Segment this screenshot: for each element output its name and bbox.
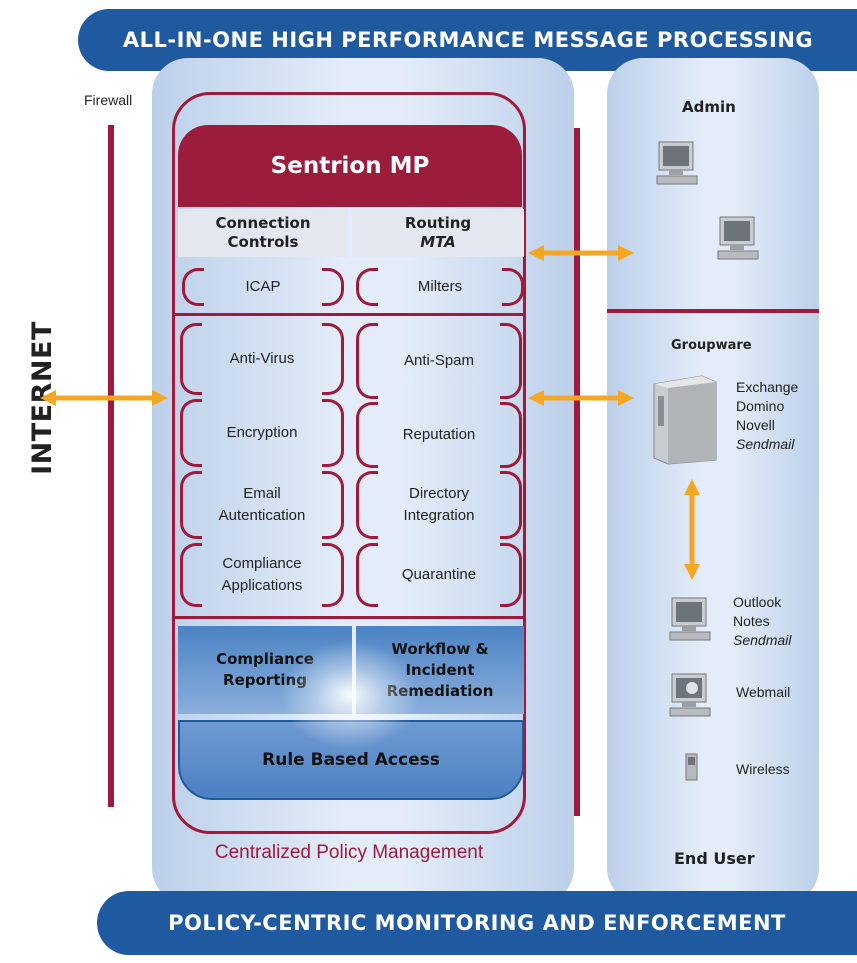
admin-computer-icon-2: [717, 216, 759, 260]
quarantine-label: Quarantine: [401, 566, 477, 583]
milters-module: Milters: [356, 268, 524, 306]
reputation-label: Reputation: [402, 426, 476, 443]
groupware-label: Groupware: [671, 338, 752, 353]
client-list: Outlook Notes Sendmail: [733, 593, 791, 650]
groupware-servers-list: Exchange Domino Novell Sendmail: [736, 378, 798, 454]
centralized-policy-label: Centralized Policy Management: [214, 842, 484, 863]
email-auth-line1: Email: [243, 485, 281, 502]
firewall-line-left: [108, 125, 114, 807]
client-notes: Notes: [733, 613, 770, 629]
reputation-module: Reputation: [356, 402, 522, 468]
bottom-banner: POLICY-CENTRIC MONITORING AND ENFORCEMEN…: [97, 891, 857, 955]
icap-label: ICAP: [245, 278, 281, 295]
server-novell: Novell: [736, 417, 775, 433]
workflow-line2: Incident: [405, 660, 475, 679]
icap-divider: [172, 313, 526, 316]
encryption-module: Encryption: [180, 399, 344, 467]
sentrion-title: Sentrion MP: [178, 125, 522, 207]
quarantine-module: Quarantine: [356, 543, 522, 607]
anti-virus-module: Anti-Virus: [180, 323, 344, 395]
sentrion-frame: [172, 92, 526, 834]
client-outlook: Outlook: [733, 594, 782, 610]
glow-highlight: [280, 640, 420, 750]
end-user-label: End User: [674, 849, 755, 868]
right-column-background: [607, 58, 819, 904]
encryption-label: Encryption: [226, 424, 298, 441]
wireless-phone-icon: [685, 753, 698, 781]
routing-line1: Routing: [404, 214, 472, 232]
directory-line2: Integration: [403, 507, 475, 524]
webmail-label: Webmail: [736, 684, 791, 700]
milters-label: Milters: [417, 278, 463, 295]
icap-module: ICAP: [182, 268, 344, 306]
client-sendmail: Sendmail: [733, 632, 792, 648]
server-domino: Domino: [736, 398, 785, 414]
firewall-line-right: [574, 128, 580, 816]
server-exchange: Exchange: [736, 379, 799, 395]
email-authentication-module: Email Autentication: [180, 471, 344, 539]
server-sendmail: Sendmail: [736, 436, 795, 452]
reporting-divider: [172, 616, 526, 619]
webmail-computer-icon: [669, 673, 711, 717]
workflow-line1: Workflow &: [391, 639, 489, 658]
anti-spam-module: Anti-Spam: [356, 323, 522, 399]
firewall-label: Firewall: [84, 92, 133, 108]
connection-controls-panel: Connection Controls: [178, 209, 348, 257]
anti-spam-label: Anti-Spam: [403, 352, 475, 369]
compliance-apps-line1: Compliance: [222, 555, 302, 572]
right-column-divider: [607, 309, 819, 313]
connection-controls-line2: Controls: [227, 233, 299, 251]
directory-line1: Directory: [408, 485, 469, 502]
compliance-apps-line2: Applications: [221, 577, 303, 594]
groupware-server-icon: [653, 375, 717, 465]
wireless-label: Wireless: [736, 761, 790, 777]
routing-mta: MTA: [420, 233, 456, 251]
anti-virus-label: Anti-Virus: [229, 350, 295, 367]
connection-controls-line1: Connection: [215, 214, 311, 232]
admin-label: Admin: [682, 98, 736, 116]
admin-computer-icon: [656, 141, 698, 185]
directory-integration-module: Directory Integration: [356, 471, 522, 539]
compliance-applications-module: Compliance Applications: [180, 543, 344, 607]
email-auth-line2: Autentication: [218, 507, 306, 524]
routing-panel: Routing MTA: [352, 209, 524, 257]
compliance-reporting-line1: Compliance: [216, 650, 314, 668]
client-computer-icon: [669, 597, 711, 641]
